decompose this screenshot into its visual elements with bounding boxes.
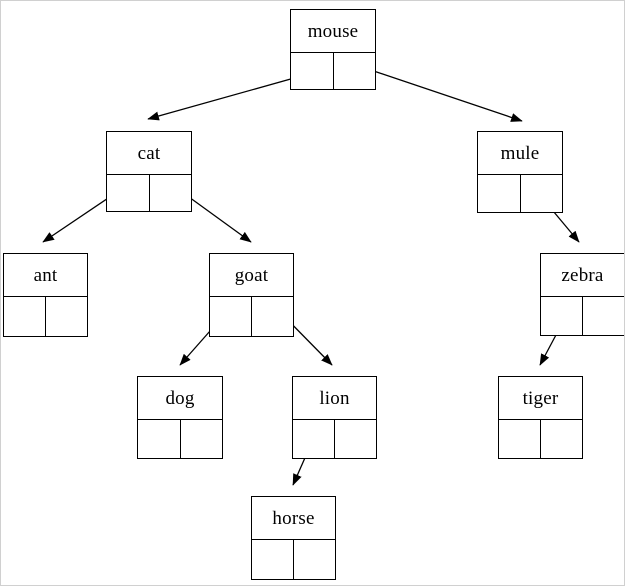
tree-node-label: lion <box>293 377 376 420</box>
right-pointer-cell[interactable] <box>335 420 376 458</box>
left-pointer-cell[interactable] <box>107 175 150 211</box>
left-pointer-cell[interactable] <box>210 297 252 336</box>
tree-node-pointer-row <box>293 420 376 458</box>
right-pointer-cell[interactable] <box>181 420 223 458</box>
tree-node-label: tiger <box>499 377 582 420</box>
tree-node-lion[interactable]: lion <box>292 376 377 459</box>
tree-node-label: zebra <box>541 254 624 297</box>
tree-node-pointer-row <box>478 175 562 212</box>
tree-node-pointer-row <box>138 420 222 458</box>
left-pointer-cell[interactable] <box>252 540 294 579</box>
right-pointer-cell[interactable] <box>583 297 624 335</box>
left-pointer-cell[interactable] <box>478 175 521 212</box>
tree-node-pointer-row <box>210 297 293 336</box>
right-pointer-cell[interactable] <box>541 420 582 458</box>
tree-node-pointer-row <box>291 53 375 89</box>
left-pointer-cell[interactable] <box>541 297 583 335</box>
edge-mouse-left-to-cat <box>147 72 313 121</box>
tree-node-label: cat <box>107 132 191 175</box>
right-pointer-cell[interactable] <box>521 175 563 212</box>
tree-node-tiger[interactable]: tiger <box>498 376 583 459</box>
tree-node-dog[interactable]: dog <box>137 376 223 459</box>
tree-node-label: mule <box>478 132 562 175</box>
right-pointer-cell[interactable] <box>46 297 87 336</box>
tree-node-label: goat <box>210 254 293 297</box>
tree-node-pointer-row <box>4 297 87 336</box>
tree-node-cat[interactable]: cat <box>106 131 192 212</box>
left-pointer-cell[interactable] <box>291 53 334 89</box>
left-pointer-cell[interactable] <box>4 297 46 336</box>
right-pointer-cell[interactable] <box>252 297 293 336</box>
tree-node-label: horse <box>252 497 335 540</box>
left-pointer-cell[interactable] <box>293 420 335 458</box>
right-pointer-cell[interactable] <box>334 53 376 89</box>
tree-node-mule[interactable]: mule <box>477 131 563 213</box>
left-pointer-cell[interactable] <box>138 420 181 458</box>
tree-node-horse[interactable]: horse <box>251 496 336 580</box>
tree-node-label: dog <box>138 377 222 420</box>
tree-node-pointer-row <box>499 420 582 458</box>
edge-mouse-right-to-mule <box>355 64 523 122</box>
tree-node-label: mouse <box>291 10 375 53</box>
tree-node-goat[interactable]: goat <box>209 253 294 337</box>
right-pointer-cell[interactable] <box>150 175 192 211</box>
left-pointer-cell[interactable] <box>499 420 541 458</box>
tree-node-ant[interactable]: ant <box>3 253 88 337</box>
tree-node-mouse[interactable]: mouse <box>290 9 376 90</box>
tree-node-zebra[interactable]: zebra <box>540 253 624 336</box>
tree-node-label: ant <box>4 254 87 297</box>
tree-node-pointer-row <box>107 175 191 211</box>
tree-node-pointer-row <box>252 540 335 579</box>
tree-node-pointer-row <box>541 297 624 335</box>
right-pointer-cell[interactable] <box>294 540 335 579</box>
